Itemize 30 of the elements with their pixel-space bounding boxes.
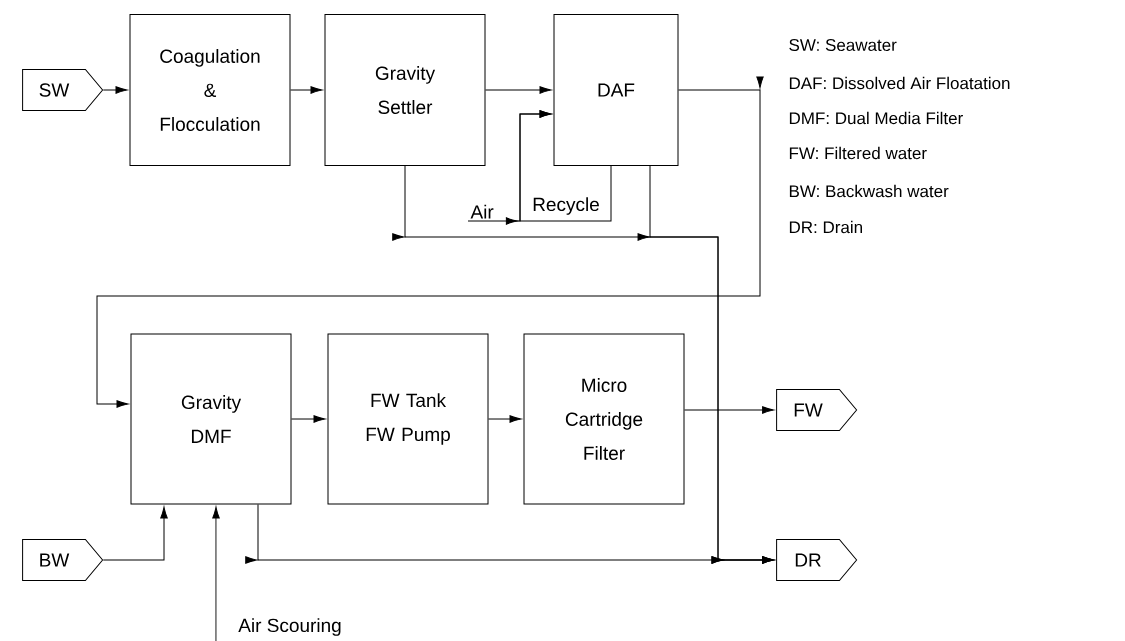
stream-tag: BW <box>22 539 104 581</box>
edge-label: Air Scouring <box>237 617 343 637</box>
arrow <box>96 76 764 408</box>
stream-tag: FW <box>776 389 858 431</box>
legend-entry: DR: Drain <box>789 220 862 234</box>
legend-entry: FW: Filtered water <box>789 146 927 160</box>
inlet-label: Air <box>470 204 494 219</box>
arrow <box>291 415 326 423</box>
stream-tag: SW <box>22 69 104 111</box>
process-box: DAF <box>553 14 679 166</box>
process-box: Gravity Settler <box>324 14 486 166</box>
legend-entry: SW: Seawater <box>789 39 897 52</box>
arrow <box>488 415 522 423</box>
stream-tag: DR <box>776 539 858 581</box>
arrow <box>212 506 220 641</box>
arrow <box>102 86 128 94</box>
legend-entry: DMF: Dual Media Filter <box>789 111 963 125</box>
legend-entry: DAF: Dissolved Air Floatation <box>789 76 1010 90</box>
legend-entry: BW: Backwash water <box>789 184 949 198</box>
process-box: Gravity DMF <box>130 333 292 505</box>
arrow <box>245 504 774 564</box>
process-box: Micro Cartridge Filter <box>523 333 685 505</box>
arrow <box>290 86 323 94</box>
edge-label: Recycle <box>531 196 601 216</box>
process-box: FW Tank FW Pump <box>327 333 489 505</box>
arrow <box>684 406 774 414</box>
arrow <box>519 110 612 222</box>
arrow <box>102 506 168 561</box>
process-box: Coagulation & Flocculation <box>129 14 291 166</box>
arrow <box>485 86 552 94</box>
